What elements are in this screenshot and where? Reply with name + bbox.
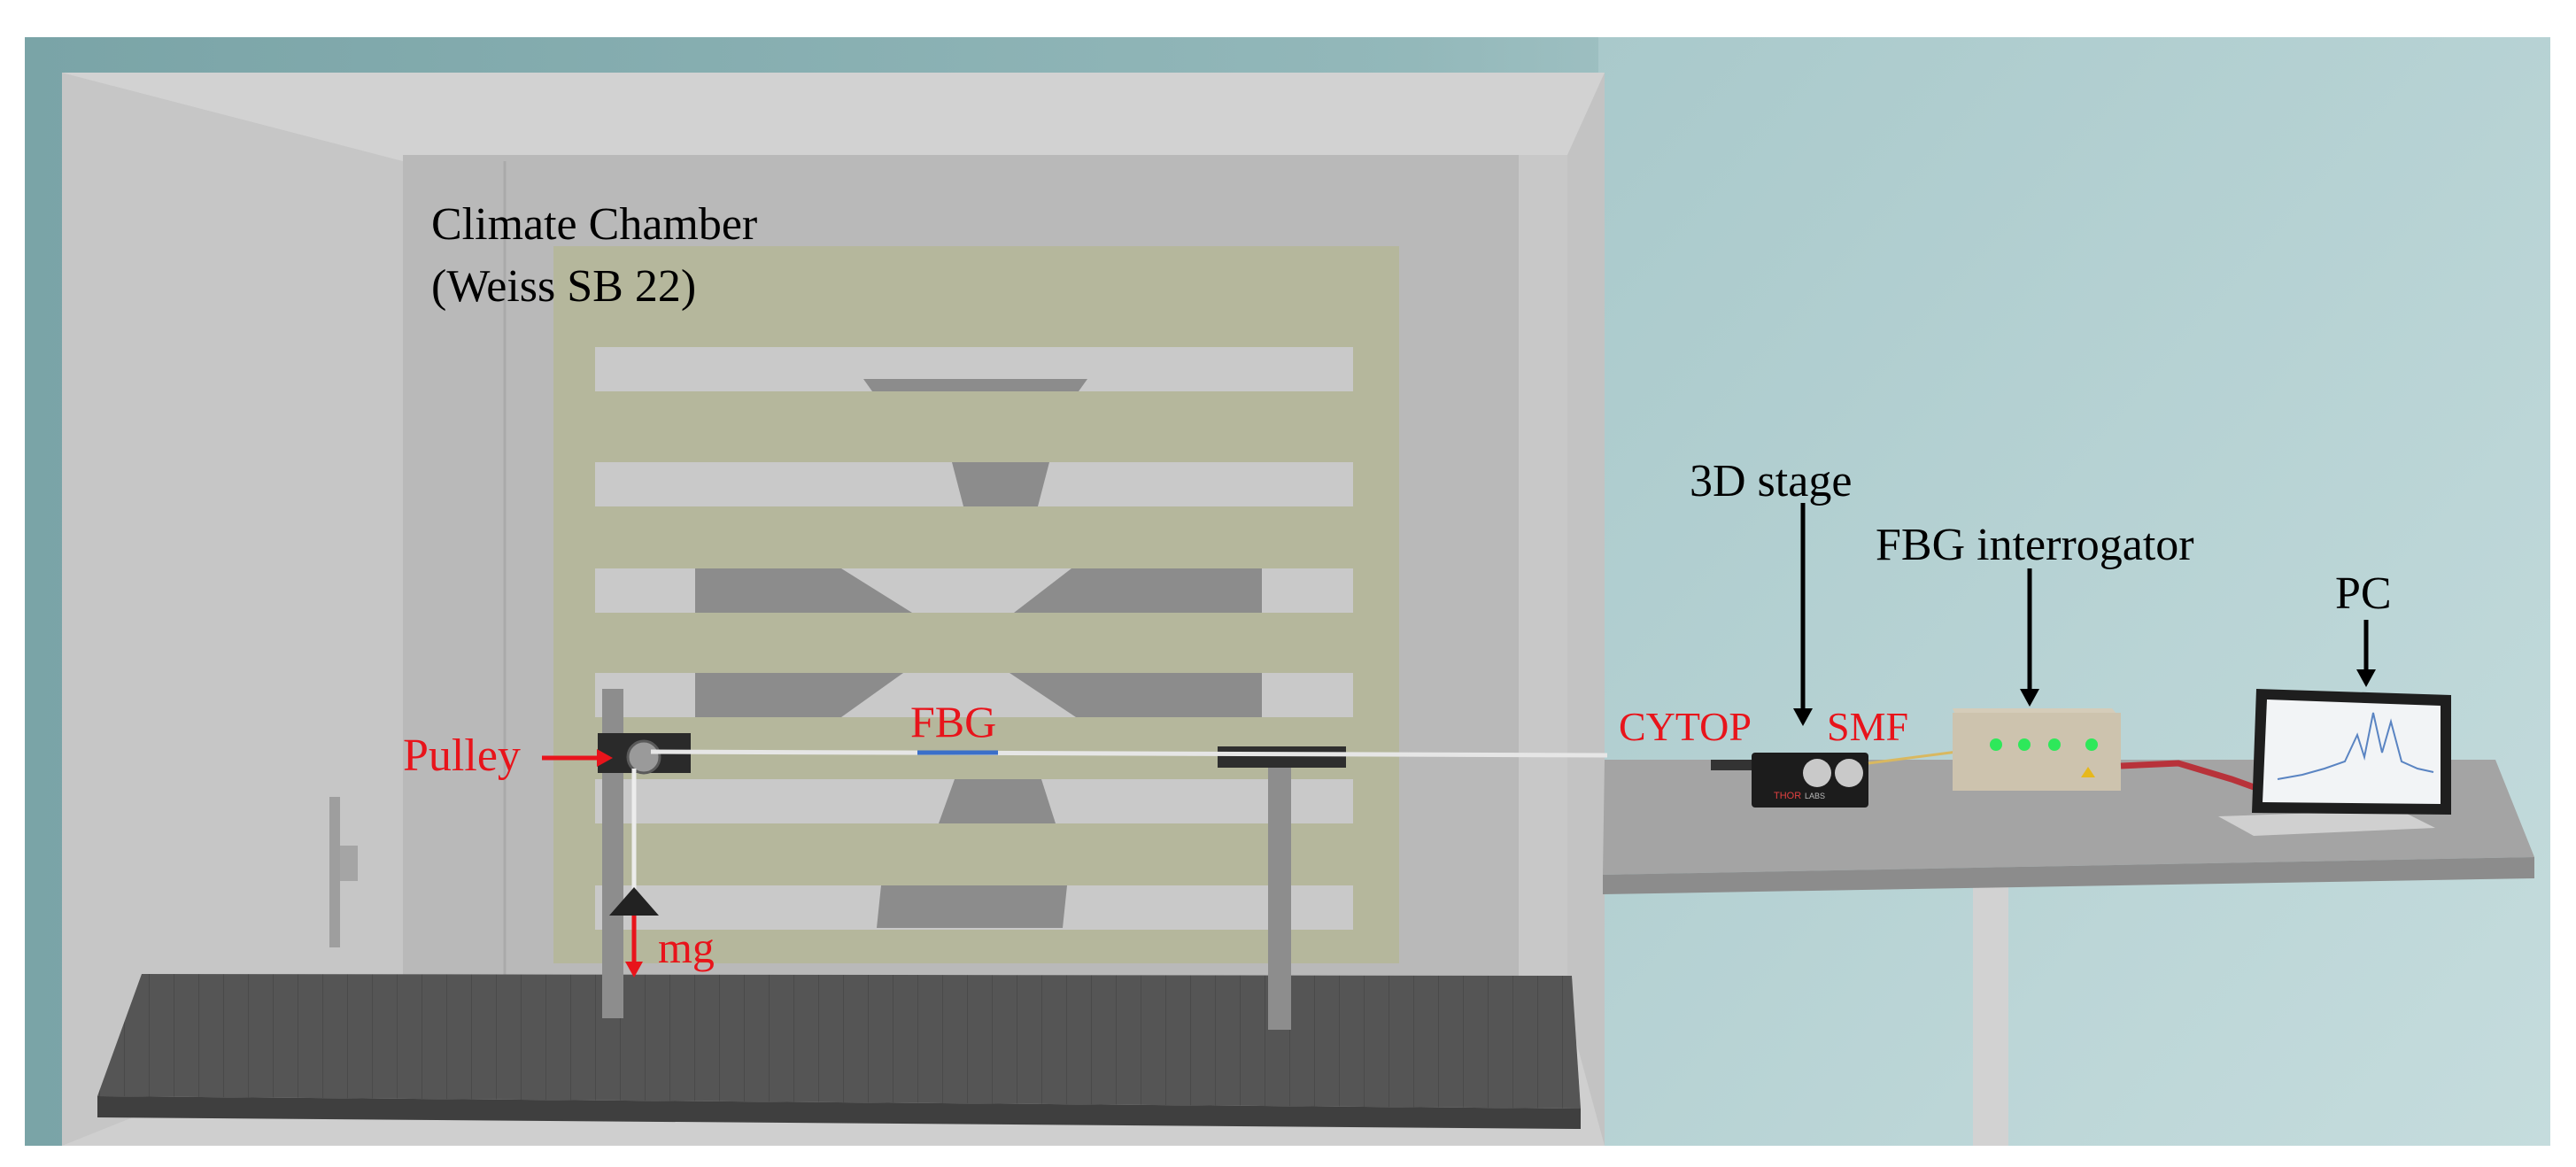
chamber-label-line2: (Weiss SB 22)	[431, 261, 697, 312]
climate-chamber	[62, 73, 1605, 1146]
pulley-wheel	[626, 739, 661, 775]
weight-arrow-head	[625, 962, 643, 978]
stage-logo: THOR	[1774, 791, 1801, 801]
laptop-pc	[2218, 689, 2451, 836]
side-table-edge	[1603, 857, 2534, 894]
chamber-label-line1: Climate Chamber	[431, 199, 758, 250]
left-wall-bracket	[340, 846, 358, 881]
chamber-right-edge	[1519, 155, 1567, 1009]
chamber-ceiling	[62, 73, 1605, 161]
pc-arrow-head	[2356, 669, 2376, 687]
right-post	[1268, 760, 1291, 1030]
chamber-left-wall	[62, 73, 403, 1146]
laptop-screen	[2263, 699, 2441, 804]
laptop-base	[2218, 810, 2435, 836]
interrogator-arrow-head	[2020, 689, 2039, 707]
pulley-label: Pulley	[403, 730, 521, 781]
smf-label: SMF	[1827, 704, 1909, 749]
optical-table	[97, 974, 1581, 1129]
table-leg	[1973, 872, 2008, 1146]
interrogator-led-2	[2018, 738, 2031, 751]
laptop-plot-trace	[2277, 712, 2434, 780]
fbg-interrogator	[1953, 708, 2121, 791]
pc-label: PC	[2335, 568, 2392, 619]
cytop-label: CYTOP	[1619, 704, 1752, 749]
smf-fiber	[1868, 749, 1965, 765]
pulley-arrow-head	[597, 749, 613, 767]
annotation-arrows	[542, 503, 2376, 978]
table-top	[97, 974, 1581, 1109]
stage-base-plate	[1711, 760, 1755, 770]
interrogator-label: FBG interrogator	[1876, 520, 2194, 570]
polymer-fiber	[650, 749, 1608, 758]
right-wall	[1598, 37, 2550, 1146]
stage-knob-1	[1803, 759, 1831, 787]
chamber-right-wall	[1567, 73, 1605, 1146]
stage-knob-2	[1835, 759, 1863, 787]
table-front-edge	[97, 1096, 1581, 1129]
interrogator-led-1	[1990, 738, 2002, 751]
left-wall-handle	[329, 797, 340, 947]
stage-label: 3D stage	[1690, 456, 1853, 506]
fbg-label: FBG	[910, 697, 997, 746]
fiber-clamp	[1218, 746, 1346, 768]
stage-arrow-head	[1793, 708, 1813, 726]
3d-stage: THOR LABS	[1711, 753, 1868, 808]
warning-sticker	[2081, 767, 2095, 777]
interrogator-led-4	[2085, 738, 2098, 751]
fan-slots	[595, 347, 1353, 930]
interrogator-led-3	[2048, 738, 2061, 751]
hanging-weight	[609, 887, 659, 916]
stage-logo-sub: LABS	[1805, 792, 1825, 800]
weight-label: mg	[658, 923, 715, 972]
interrogator-box	[1953, 713, 2121, 791]
fan-blades	[695, 379, 1262, 928]
